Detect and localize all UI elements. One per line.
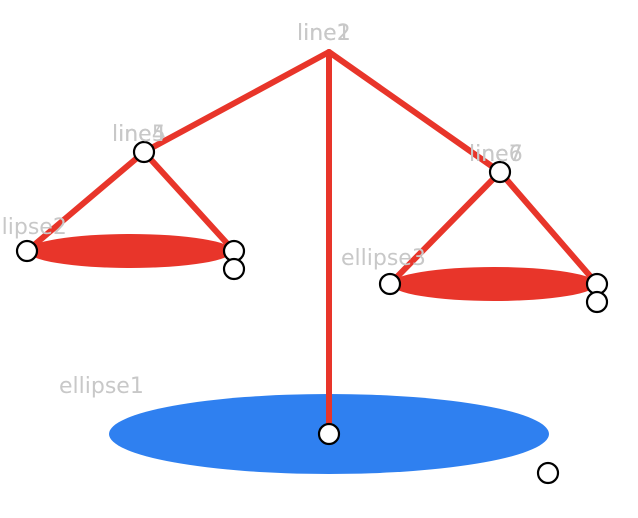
pivot-left-handle[interactable] [132,140,156,164]
left-beam-line[interactable] [141,49,332,155]
right-pan-size-handle[interactable] [585,290,609,314]
left-line-label: line4 [112,122,166,147]
left-pan-label: ellipse2 [0,215,67,240]
top-line-overlap-label: line2 [297,21,351,46]
left-string-left-line[interactable] [24,149,147,254]
base-center-handle[interactable] [317,422,341,446]
right-line-label: line6 [469,142,523,167]
left-string-right-line[interactable] [141,149,237,254]
right-pan-label: ellipse3 [341,246,426,271]
right-line-overlap-label: line7 [469,142,523,167]
top-line-label: line1 [297,21,351,46]
right-pan-ellipse[interactable] [391,267,597,301]
left-pan-ellipse[interactable] [27,234,233,268]
left-pan-left-handle[interactable] [15,239,39,263]
pivot-right-handle[interactable] [488,160,512,184]
right-string-left-line[interactable] [387,169,503,287]
right-string-right-line[interactable] [497,169,600,287]
left-pan-size-handle[interactable] [222,257,246,281]
right-beam-line[interactable] [326,49,503,175]
left-line-overlap-label: line5 [112,122,166,147]
right-pan-left-handle[interactable] [378,272,402,296]
base-size-handle[interactable] [536,461,560,485]
base-label: ellipse1 [59,374,144,399]
